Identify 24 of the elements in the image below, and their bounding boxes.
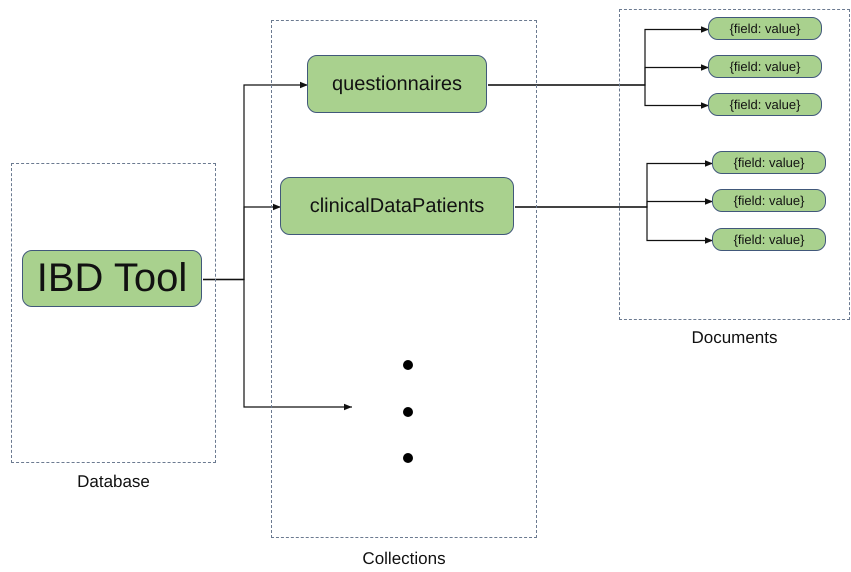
node-label: clinicalDataPatients	[310, 194, 484, 218]
rounded-box	[712, 151, 826, 174]
container-label: Documents	[690, 328, 778, 348]
node-label: {field: value}	[730, 21, 800, 36]
node-label: {field: value}	[734, 155, 804, 170]
connector-arrow	[203, 278, 352, 410]
rounded-box	[712, 189, 826, 212]
rounded-box	[22, 250, 202, 307]
connector-arrow	[515, 206, 713, 244]
rounded-box	[712, 228, 826, 251]
node-label: questionnaires	[332, 72, 462, 96]
rounded-box	[307, 55, 487, 113]
rounded-box	[708, 17, 822, 40]
rounded-box	[708, 93, 822, 116]
rounded-box	[708, 55, 822, 78]
node-label: {field: value}	[734, 232, 804, 247]
node-label: {field: value}	[730, 97, 800, 112]
node-label: IBD Tool	[36, 256, 188, 301]
container-label: Collections	[361, 549, 447, 569]
connector-arrow	[488, 84, 709, 109]
container-label: Database	[76, 472, 151, 492]
rounded-box	[280, 177, 514, 235]
node-label: {field: value}	[730, 59, 800, 74]
node-label: {field: value}	[734, 193, 804, 208]
